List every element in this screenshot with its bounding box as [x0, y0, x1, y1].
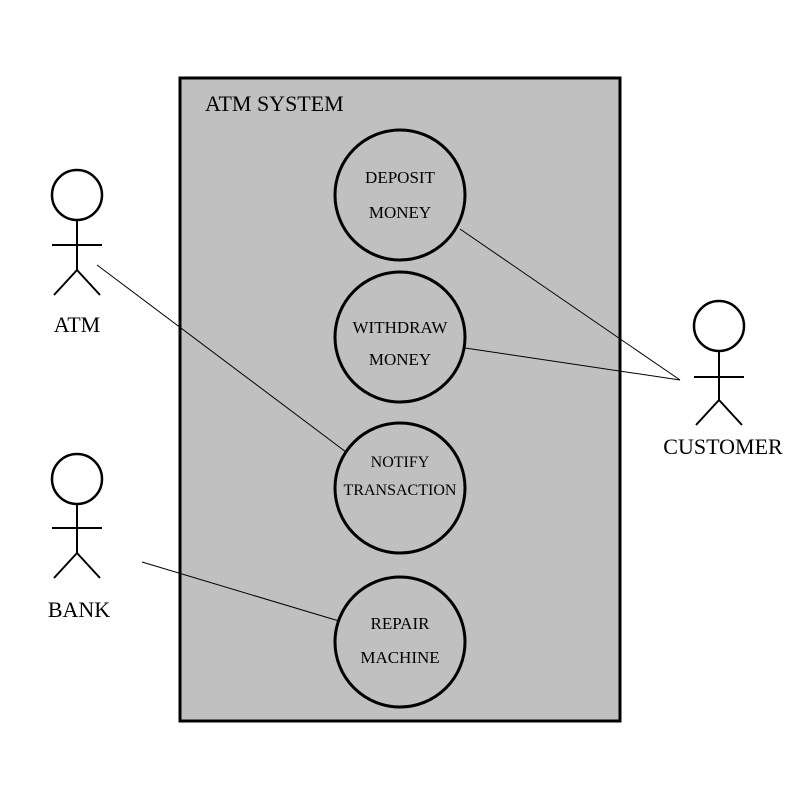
association-customer-deposit	[459, 228, 681, 381]
actor-bank: BANK	[48, 452, 110, 622]
associations	[96, 228, 681, 622]
actor-head	[692, 299, 746, 353]
actor-head	[50, 168, 104, 222]
use-case-label-line1: DEPOSIT	[365, 168, 436, 187]
use-case-ellipse	[333, 128, 467, 262]
association-customer-withdraw	[464, 347, 681, 381]
use-case-repair-machine: REPAIR MACHINE	[333, 575, 467, 709]
stick-figure-icon	[50, 452, 104, 579]
association-atm-notify	[96, 264, 347, 453]
use-case-label-line2: MONEY	[369, 203, 431, 222]
use-case-label-line1: REPAIR	[371, 614, 431, 633]
use-case-deposit-money: DEPOSIT MONEY	[333, 128, 467, 262]
stick-figure-icon	[50, 168, 104, 296]
actor-label: CUSTOMER	[663, 434, 783, 459]
actor-head	[50, 452, 104, 506]
use-case-ellipse	[333, 421, 467, 555]
use-case-label-line1: NOTIFY	[371, 454, 430, 471]
association-bank-repair	[141, 561, 340, 622]
actor-customer: CUSTOMER	[663, 299, 783, 459]
use-case-label-line2: MACHINE	[360, 648, 439, 667]
actor-atm: ATM	[50, 168, 104, 337]
actor-label: ATM	[54, 312, 100, 337]
use-case-notify-transaction: NOTIFY TRANSACTION	[333, 421, 467, 555]
stick-figure-icon	[692, 299, 746, 426]
use-case-label-line2: TRANSACTION	[344, 482, 457, 499]
use-case-label-line1: WITHDRAW	[353, 318, 449, 337]
use-case-ellipse	[333, 575, 467, 709]
use-case-ellipse	[333, 270, 467, 404]
system-title: ATM SYSTEM	[205, 91, 344, 116]
use-case-withdraw-money: WITHDRAW MONEY	[333, 270, 467, 404]
actor-label: BANK	[48, 597, 110, 622]
use-case-label-line2: MONEY	[369, 350, 431, 369]
